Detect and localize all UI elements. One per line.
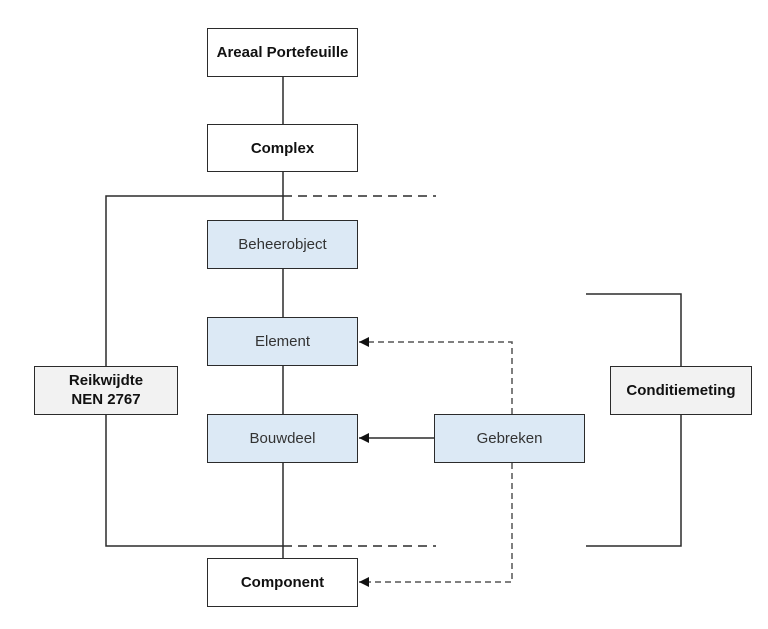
node-gebreken: Gebreken <box>434 414 585 463</box>
node-component-label: Component <box>240 574 325 591</box>
node-component: Component <box>207 558 358 607</box>
node-element: Element <box>207 317 358 366</box>
node-reikwijdte-line2: NEN 2767 <box>71 390 141 408</box>
node-conditiemeting: Conditiemeting <box>610 366 752 415</box>
node-reikwijdte-line1: Reikwijdte <box>68 371 144 389</box>
node-beheerobject-label: Beheerobject <box>238 236 327 253</box>
node-bouwdeel-label: Bouwdeel <box>249 430 316 447</box>
node-gebreken-label: Gebreken <box>476 430 543 447</box>
arrow-gebreken-component <box>359 463 513 587</box>
node-areaal-portefeuille: Areaal Portefeuille <box>207 28 358 77</box>
node-complex-label: Complex <box>250 139 315 157</box>
node-reikwijdte-text: Reikwijdte NEN 2767 <box>69 372 143 410</box>
conditiemeting-bracket <box>586 293 682 547</box>
node-bouwdeel: Bouwdeel <box>207 414 358 463</box>
node-reikwijdte-nen-2767: Reikwijdte NEN 2767 <box>34 366 178 415</box>
node-areaal-portefeuille-label: Areaal Portefeuille <box>216 44 349 61</box>
node-complex: Complex <box>207 124 358 172</box>
node-conditiemeting-label: Conditiemeting <box>626 382 736 399</box>
arrow-gebreken-element <box>359 337 513 414</box>
node-beheerobject: Beheerobject <box>207 220 358 269</box>
node-element-label: Element <box>254 333 311 350</box>
